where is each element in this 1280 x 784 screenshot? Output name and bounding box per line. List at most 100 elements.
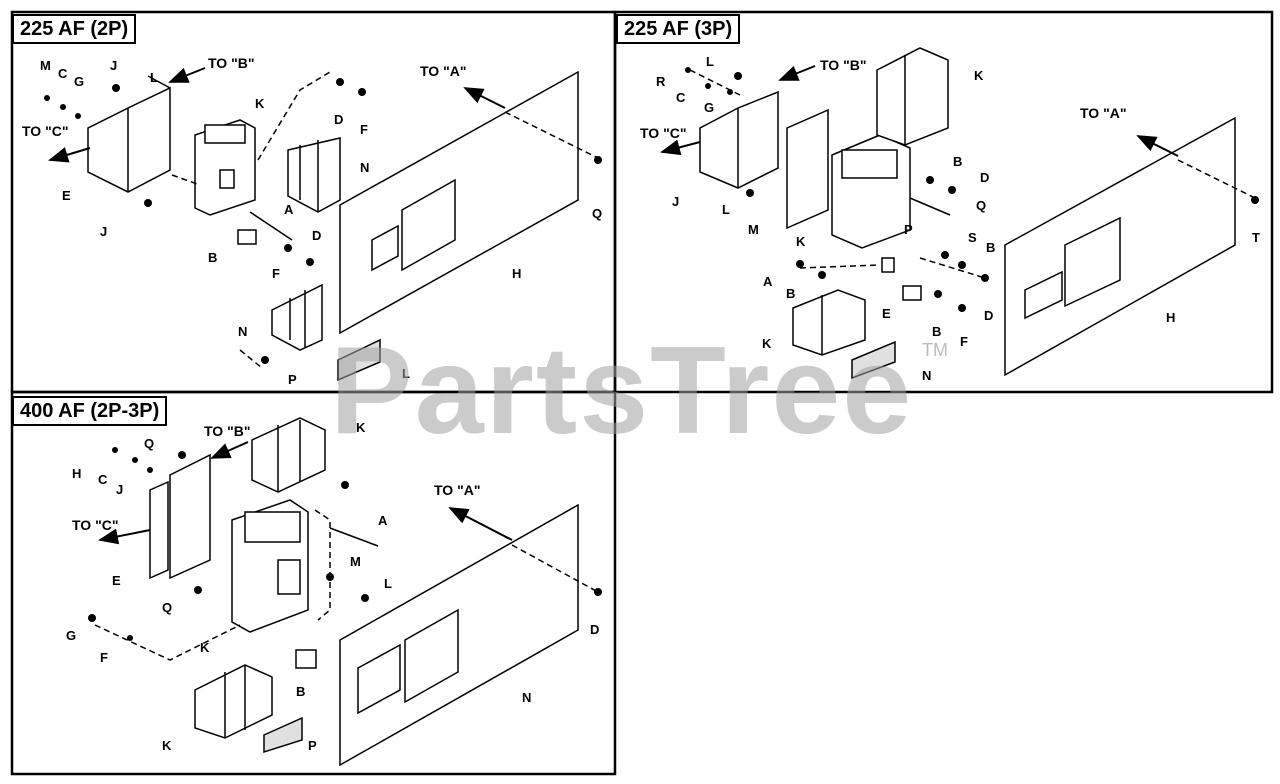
shield-n-bottom	[271, 283, 323, 351]
shield-k-bottom-3p	[792, 289, 866, 356]
callout-to-c-p3: TO "C"	[72, 517, 118, 533]
panel-400af-drawing	[94, 417, 599, 767]
part-label-p1-g: G	[74, 74, 84, 89]
part-label-p3-m: M	[350, 554, 361, 569]
callout-to-a-p2: TO "A"	[1080, 105, 1126, 121]
part-label-p1-n: N	[238, 324, 247, 339]
arrow-to-b-p2	[778, 65, 816, 81]
part-label-p2-d: D	[984, 308, 993, 323]
part-label-p3-d: D	[590, 622, 599, 637]
arrow-to-b-p1	[168, 67, 206, 83]
part-label-p1-c: C	[58, 66, 68, 81]
part-label-p3-e: E	[112, 573, 121, 588]
part-label-p3-n: N	[522, 690, 531, 705]
panel-title-400af: 400 AF (2P-3P)	[12, 396, 168, 426]
part-label-p2-m: M	[748, 222, 759, 237]
part-label-p1-b: B	[208, 250, 217, 265]
part-label-p2-j: J	[672, 194, 679, 209]
shield-n-top	[287, 137, 341, 213]
part-label-p2-a: A	[763, 274, 773, 289]
part-label-p2-s: S	[968, 230, 977, 245]
part-label-p3-p: P	[308, 738, 317, 753]
callout-to-c-p1: TO "C"	[22, 123, 68, 139]
connector-e-3p	[902, 285, 922, 301]
callout-to-a-p3: TO "A"	[434, 482, 480, 498]
watermark: PartsTree	[330, 322, 914, 460]
part-label-p1-j: J	[100, 224, 107, 239]
part-label-p3-h: H	[72, 466, 81, 481]
part-label-p2-k: K	[762, 336, 772, 351]
bracket-e-400af	[149, 480, 169, 580]
panel-title-225af-2p: 225 AF (2P)	[12, 14, 137, 44]
part-label-p3-k: K	[200, 640, 210, 655]
part-label-p2-b: B	[932, 324, 941, 339]
panel-225af-3p-drawing	[689, 47, 1256, 380]
part-label-p2-b: B	[786, 286, 795, 301]
part-label-p3-k: K	[162, 738, 172, 753]
part-label-p3-j: J	[116, 482, 123, 497]
part-label-p2-k: K	[796, 234, 806, 249]
part-label-p1-q: Q	[592, 206, 602, 221]
part-label-p2-n: N	[922, 368, 931, 383]
part-label-p1-l: L	[150, 70, 158, 85]
part-label-p2-r: R	[656, 74, 666, 89]
part-label-p2-l: L	[706, 54, 714, 69]
part-label-p2-k: K	[974, 68, 984, 83]
part-label-p2-q: Q	[976, 198, 986, 213]
panel-225af-2p-drawing	[87, 70, 599, 382]
part-label-p2-f: F	[960, 334, 968, 349]
panel-title-225af-3p: 225 AF (3P)	[616, 14, 741, 44]
watermark-tm: TM	[922, 340, 948, 360]
part-label-p3-f: F	[100, 650, 108, 665]
part-label-p2-b: B	[953, 154, 962, 169]
part-label-p3-c: C	[98, 472, 108, 487]
part-label-p2-d: D	[980, 170, 989, 185]
bracket-e	[87, 86, 171, 193]
part-label-p3-g: G	[66, 628, 76, 643]
part-label-p2-g: G	[704, 100, 714, 115]
callout-to-b-p1: TO "B"	[208, 55, 254, 71]
callout-to-c-p2: TO "C"	[640, 125, 686, 141]
cover-plate-h	[339, 70, 579, 335]
part-label-p1-m: M	[40, 58, 51, 73]
insulator-m	[786, 108, 829, 230]
arrow-to-a-p2	[1136, 135, 1179, 157]
part-label-p2-b: B	[986, 240, 995, 255]
connector-b-400af	[295, 649, 317, 669]
part-label-p1-j: J	[110, 58, 117, 73]
part-label-p2-t: T	[1252, 230, 1260, 245]
arrow-to-b-p3	[210, 441, 249, 459]
part-label-p3-a: A	[378, 513, 388, 528]
part-label-p3-k: K	[356, 420, 366, 435]
arrow-to-c-p1	[48, 147, 91, 163]
part-label-p1-d: D	[312, 228, 321, 243]
part-label-p1-f: F	[360, 122, 368, 137]
arrow-to-a-p1	[463, 87, 506, 109]
shield-k-bottom-400af	[194, 664, 273, 739]
shield-k-top-3p	[876, 47, 949, 146]
part-label-p1-a: A	[284, 202, 294, 217]
shield-k-top-400af	[251, 417, 326, 493]
part-label-p2-l: L	[722, 202, 730, 217]
part-label-p1-e: E	[62, 188, 71, 203]
part-label-p2-h: H	[1166, 310, 1175, 325]
part-label-p1-h: H	[512, 266, 521, 281]
callout-to-b-p2: TO "B"	[820, 57, 866, 73]
arrow-to-c-p3	[98, 528, 151, 545]
part-label-p1-n: N	[360, 160, 369, 175]
part-label-p3-q: Q	[144, 436, 154, 451]
cover-plate-n-400af	[339, 503, 579, 767]
part-label-p2-p: P	[904, 222, 913, 237]
part-label-p1-l: L	[402, 366, 410, 381]
part-label-p2-e: E	[882, 306, 891, 321]
label-plate-p-400af	[263, 716, 303, 754]
label-plate-l	[337, 338, 381, 382]
part-label-p2-c: C	[676, 90, 686, 105]
part-label-p1-p: P	[288, 372, 297, 387]
panel-frame-400af	[10, 390, 617, 776]
callout-to-b-p3: TO "B"	[204, 423, 250, 439]
part-label-p3-l: L	[384, 576, 392, 591]
